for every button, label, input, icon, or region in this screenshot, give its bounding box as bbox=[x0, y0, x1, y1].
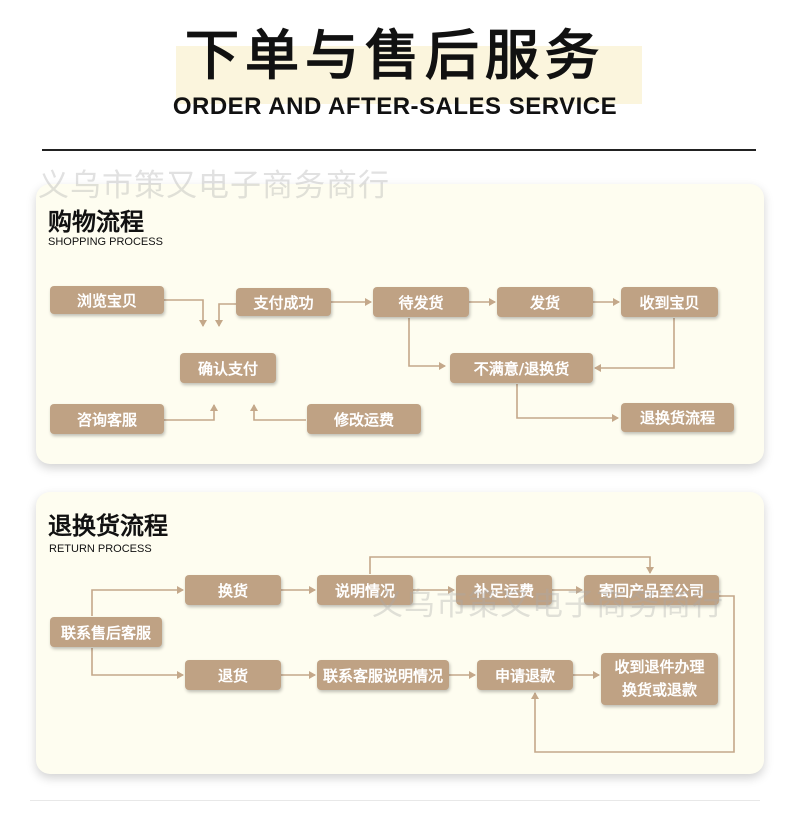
footer-divider bbox=[30, 800, 760, 801]
shopping-section-subtitle: SHOPPING PROCESS bbox=[48, 236, 163, 248]
node-consult: 咨询客服 bbox=[50, 404, 164, 434]
node-confirm-pay: 确认支付 bbox=[180, 353, 276, 383]
node-apply-refund: 申请退款 bbox=[477, 660, 573, 690]
node-pay-success: 支付成功 bbox=[236, 288, 331, 316]
node-receive-process-line2: 换货或退款 bbox=[621, 681, 697, 699]
shopping-section-title: 购物流程 bbox=[48, 208, 144, 236]
node-contact-explain: 联系客服说明情况 bbox=[317, 660, 449, 690]
arrow-consult-to-confirm bbox=[164, 404, 218, 421]
return-section-subtitle: RETURN PROCESS bbox=[49, 543, 152, 555]
watermark-bottom: 义乌市策又电子商务商行 bbox=[372, 587, 724, 623]
arrow-receive-to-unsatisfied bbox=[594, 318, 675, 372]
page-title: 下单与售后服务 bbox=[185, 24, 605, 87]
title-highlight bbox=[176, 46, 642, 104]
arrow-unsatisfied-to-returnflow bbox=[516, 384, 619, 422]
node-exchange: 换货 bbox=[185, 575, 281, 605]
node-pending-ship: 待发货 bbox=[373, 287, 469, 317]
node-browse: 浏览宝贝 bbox=[50, 286, 164, 314]
node-ship: 发货 bbox=[497, 287, 593, 317]
arrow-sendback-loop-to-apply bbox=[531, 595, 735, 753]
arrow-modify-to-confirm bbox=[250, 404, 306, 421]
return-section-title: 退换货流程 bbox=[48, 512, 168, 540]
arrow-pending-to-unsatisfied bbox=[408, 318, 446, 370]
node-receive: 收到宝贝 bbox=[621, 287, 718, 317]
header-divider bbox=[42, 149, 756, 151]
arrow-explain-to-sendback bbox=[369, 556, 654, 574]
node-receive-process-line1: 收到退件办理 bbox=[614, 658, 705, 676]
node-refund: 退货 bbox=[185, 660, 281, 690]
watermark-top: 义乌市策又电子商务商行 bbox=[38, 168, 390, 204]
arrow-contact-to-refund bbox=[91, 648, 184, 679]
page-subtitle: ORDER AND AFTER-SALES SERVICE bbox=[172, 93, 618, 120]
arrow-pay-to-confirm bbox=[215, 303, 236, 327]
node-contact-service: 联系售后客服 bbox=[50, 617, 162, 647]
node-shipping-fee: 补足运费 bbox=[456, 575, 552, 605]
node-explain: 说明情况 bbox=[317, 575, 413, 605]
node-unsatisfied: 不满意/退换货 bbox=[450, 353, 593, 383]
node-modify-fee: 修改运费 bbox=[307, 404, 421, 434]
node-return-flow: 退换货流程 bbox=[621, 403, 734, 432]
node-send-back: 寄回产品至公司 bbox=[584, 575, 719, 605]
node-receive-process: 收到退件办理 换货或退款 bbox=[601, 653, 718, 705]
arrow-contact-to-exchange bbox=[91, 586, 184, 616]
arrow-browse-to-confirm bbox=[164, 299, 207, 327]
